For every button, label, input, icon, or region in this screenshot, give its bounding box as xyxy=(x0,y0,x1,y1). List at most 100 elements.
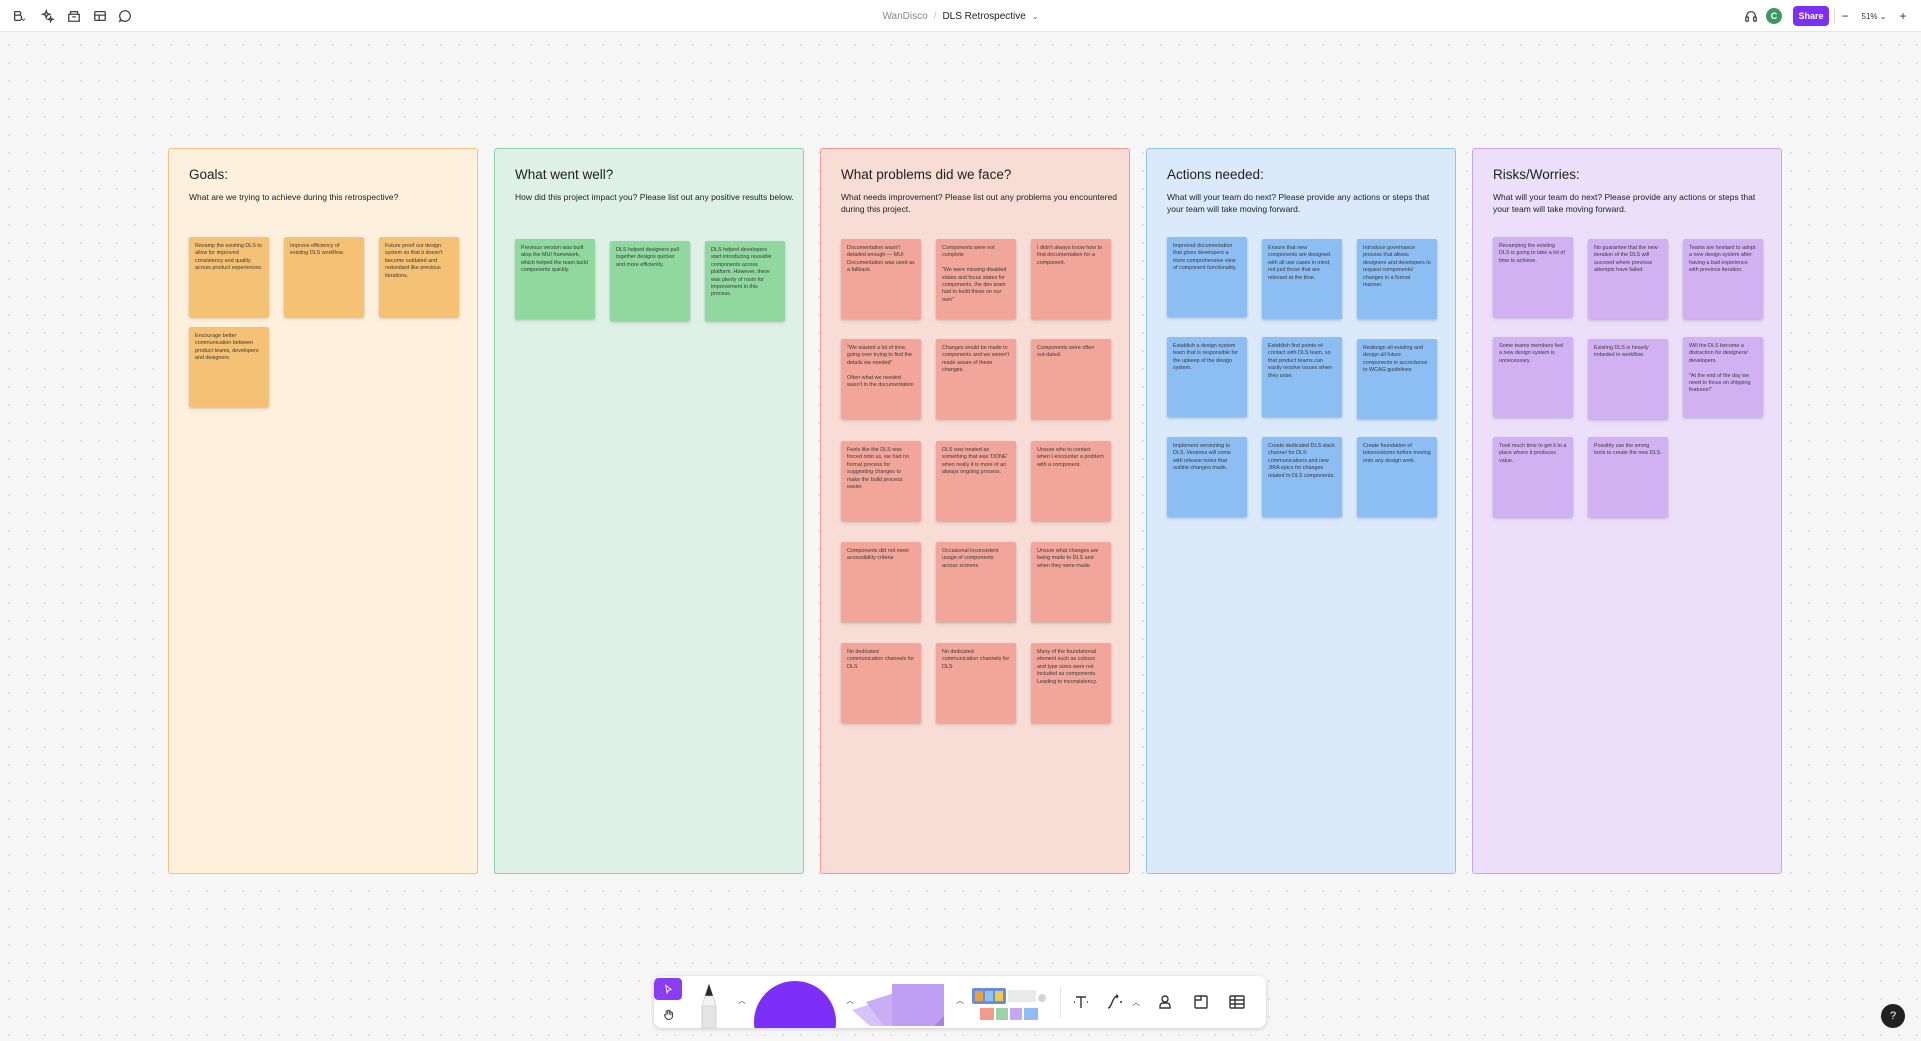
table-tool-button[interactable] xyxy=(1224,989,1250,1015)
main-menu-icon[interactable] xyxy=(8,7,30,25)
team-name[interactable]: WanDisco xyxy=(882,10,928,22)
chevron-up-icon[interactable]: ︿ xyxy=(738,995,746,1005)
sticky-note[interactable]: Components were often out-dated. xyxy=(1031,339,1111,419)
sticky-note[interactable]: Components were not complete "We were mi… xyxy=(936,239,1016,319)
cursor-icon xyxy=(664,983,672,994)
section-description: How did this project impact you? Please … xyxy=(515,192,794,202)
section-risks-worries[interactable]: Risks/Worries: What will your team do ne… xyxy=(1472,148,1782,874)
sticky-note[interactable]: Unsure who to contact when I encounter a… xyxy=(1031,441,1111,521)
sticky-note[interactable]: Establish a design system team that is r… xyxy=(1167,337,1247,417)
text-icon xyxy=(1074,996,1088,1008)
sticky-note[interactable]: DLS helped developers start introducing … xyxy=(705,241,785,321)
section-title: What problems did we face? xyxy=(841,167,1012,182)
zoom-in-button[interactable]: + xyxy=(1899,9,1907,23)
zoom-level-select[interactable]: 51% ⌄ xyxy=(1861,11,1887,21)
chevron-up-icon[interactable]: ︿ xyxy=(956,995,964,1005)
divider xyxy=(1834,8,1835,24)
section-description: What needs improvement? Please list out … xyxy=(841,192,1117,214)
sticky-note[interactable]: I didn't always know how to find documen… xyxy=(1031,239,1111,319)
top-bar: WanDisco / DLS Retrospective ⌄ C Share −… xyxy=(0,0,1921,32)
headphones-icon[interactable] xyxy=(1742,7,1760,25)
sticky-note[interactable]: Revamp the existing DLS to allow for imp… xyxy=(189,237,269,317)
bottom-toolbar: ︿ ︿ ︿ ︿ xyxy=(654,976,1266,1028)
widgets-icon xyxy=(972,988,1046,1020)
toolbar-divider xyxy=(1060,986,1061,1018)
chevron-down-icon[interactable]: ⌄ xyxy=(1031,11,1039,21)
section-title: Actions needed: xyxy=(1167,167,1264,182)
sticky-note-tool-button[interactable] xyxy=(850,980,954,1026)
sticky-note[interactable]: No dedicated communication channels for … xyxy=(841,643,921,723)
sticky-note[interactable]: No guarantee that the new iteration of t… xyxy=(1588,239,1668,319)
sticky-note[interactable]: DLS was treated as something that was 'D… xyxy=(936,441,1016,521)
file-name[interactable]: DLS Retrospective xyxy=(942,10,1026,22)
hand-icon xyxy=(663,1009,673,1020)
sticky-note[interactable]: Previous version was built atop the MUI … xyxy=(515,239,595,319)
section-goals[interactable]: Goals: What are we trying to achieve dur… xyxy=(168,148,478,874)
section-problems[interactable]: What problems did we face? What needs im… xyxy=(820,148,1130,874)
breadcrumb: WanDisco / DLS Retrospective ⌄ xyxy=(0,0,1921,32)
connector-tool-button[interactable] xyxy=(1102,989,1128,1015)
section-description: What will your team do next? Please prov… xyxy=(1167,192,1430,214)
sticky-note[interactable]: Some teams members feel a new design sys… xyxy=(1493,337,1573,417)
ai-sparkle-icon[interactable] xyxy=(39,7,57,25)
sticky-note[interactable]: Introduce governance process that allows… xyxy=(1357,239,1437,319)
section-description: What will your team do next? Please prov… xyxy=(1493,192,1756,214)
sticky-note[interactable]: Changes would be made to components and … xyxy=(936,339,1016,419)
sticky-note[interactable]: Teams are hesitant to adopt a new design… xyxy=(1683,239,1763,319)
share-button[interactable]: Share xyxy=(1793,6,1829,26)
sticky-note[interactable]: Possibly use the wrong tools to create t… xyxy=(1588,437,1668,517)
marker-pen-icon xyxy=(701,982,717,1028)
sticky-note[interactable]: Many of the foundational element such as… xyxy=(1031,643,1111,723)
sticky-note[interactable]: "We wasted a lot of time, going over try… xyxy=(841,339,921,419)
breadcrumb-separator: / xyxy=(933,10,937,22)
sticky-note[interactable]: Ensure that new components are designed … xyxy=(1262,239,1342,319)
help-button[interactable]: ? xyxy=(1881,1004,1905,1028)
hand-tool-button[interactable] xyxy=(658,1004,678,1024)
sticky-note[interactable]: No dedicated communication channels for … xyxy=(936,643,1016,723)
text-tool-button[interactable] xyxy=(1068,989,1094,1015)
sticky-note[interactable]: Existing DLS is heavily imbeded in workf… xyxy=(1588,339,1668,419)
section-what-went-well[interactable]: What went well? How did this project imp… xyxy=(494,148,804,874)
sticky-note[interactable]: Create dedicated DLS slack channel for D… xyxy=(1262,437,1342,517)
chevron-up-icon[interactable]: ︿ xyxy=(1132,997,1140,1007)
sticky-note[interactable]: Occasional inconsistent usage of compone… xyxy=(936,542,1016,622)
sticky-note[interactable]: Will the DLS become a distraction for de… xyxy=(1683,337,1763,417)
avatar[interactable]: C xyxy=(1766,8,1782,24)
sticky-note[interactable]: Improved documentation that gives develo… xyxy=(1167,237,1247,317)
shape-tool-button[interactable] xyxy=(754,976,836,1028)
sticky-note[interactable]: Feels like the DLS was forced onto us, w… xyxy=(841,441,921,521)
sticky-note[interactable]: Revamping the existing DLS is going to t… xyxy=(1493,237,1573,317)
sticky-note[interactable]: DLS helped designers pull together desig… xyxy=(610,241,690,321)
stamps-widgets-button[interactable] xyxy=(972,986,1048,1024)
sticky-note[interactable]: Encourage better communication between p… xyxy=(189,327,269,407)
circle-shape-icon xyxy=(754,981,836,1028)
section-title: Risks/Worries: xyxy=(1493,167,1580,182)
pen-tool-button[interactable] xyxy=(694,980,724,1028)
chevron-up-icon[interactable]: ︿ xyxy=(846,995,854,1005)
move-tool-button[interactable] xyxy=(654,978,682,1000)
section-tool-button[interactable] xyxy=(1188,989,1214,1015)
zoom-out-button[interactable]: − xyxy=(1841,9,1849,23)
section-description: What are we trying to achieve during thi… xyxy=(189,192,399,202)
sticky-note[interactable]: Create foundation of tokens/atoms before… xyxy=(1357,437,1437,517)
section-actions-needed[interactable]: Actions needed: What will your team do n… xyxy=(1146,148,1456,874)
person-icon xyxy=(1159,995,1171,1009)
sticky-note[interactable]: Implement versioning to DLS. Versions wi… xyxy=(1167,437,1247,517)
section-title: What went well? xyxy=(515,167,614,182)
sticky-note[interactable]: Improve efficiency of existing DLS workf… xyxy=(284,237,364,317)
sticky-note[interactable]: Future proof our design system so that i… xyxy=(379,237,459,317)
layout-icon[interactable] xyxy=(91,7,109,25)
sticky-note[interactable]: Establish first points-of-contact with D… xyxy=(1262,337,1342,417)
connector-icon xyxy=(1107,994,1122,1009)
sticky-note[interactable]: Documentation wasn't detailed enough — M… xyxy=(841,239,921,319)
table-icon xyxy=(1229,995,1245,1009)
assets-icon[interactable] xyxy=(65,7,83,25)
sticky-note[interactable]: Components did not meet accessibility cr… xyxy=(841,542,921,622)
people-tool-button[interactable] xyxy=(1152,989,1178,1015)
sticky-note[interactable]: Unsure what changes are being made to DL… xyxy=(1031,542,1111,622)
sticky-note[interactable]: Redesign all existing and design all fut… xyxy=(1357,339,1437,419)
comment-icon[interactable] xyxy=(116,7,134,25)
section-icon xyxy=(1194,995,1208,1009)
sticky-note[interactable]: Took much time to get it to a place wher… xyxy=(1493,437,1573,517)
section-title: Goals: xyxy=(189,167,229,182)
